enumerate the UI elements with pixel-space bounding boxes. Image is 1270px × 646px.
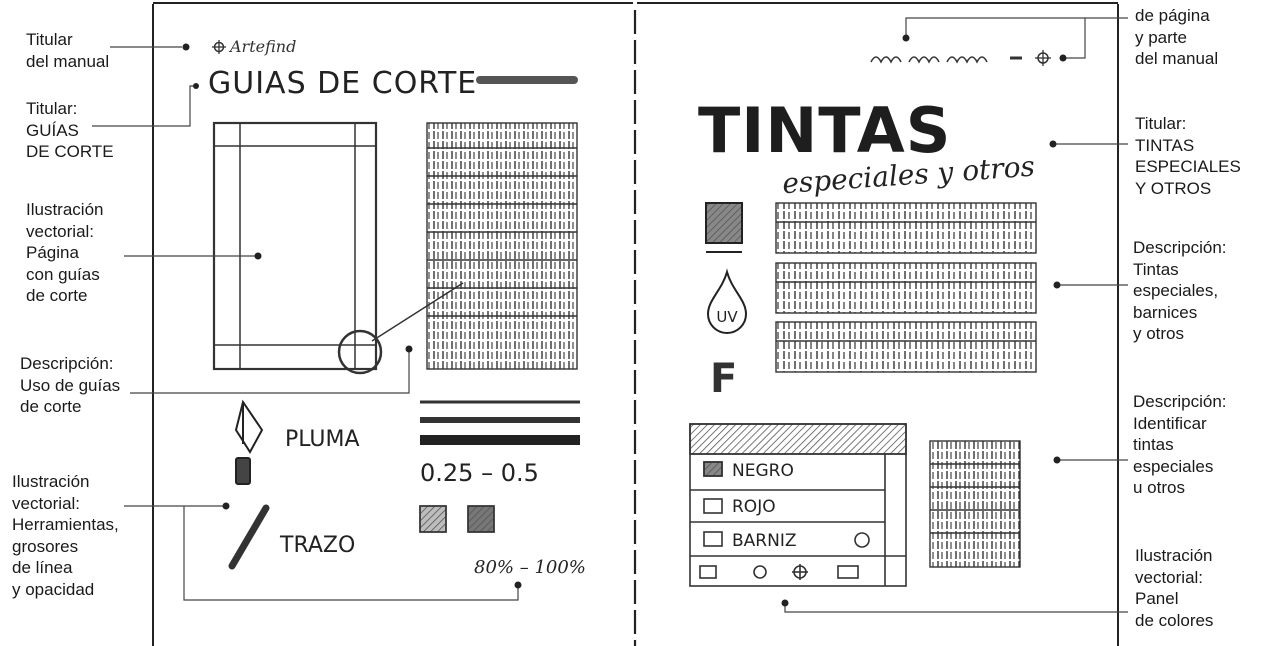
uv-drop-icon: UV bbox=[706, 268, 748, 334]
panel-color-rows: NEGRO ROJO BARNIZ bbox=[732, 461, 796, 551]
leader-lines-right bbox=[781, 17, 1128, 613]
text-block-right-top bbox=[775, 202, 1037, 373]
panel-row-varnish: BARNIZ bbox=[732, 531, 796, 551]
annotation-titular-tintas: Titular: TINTAS ESPECIALES Y OTROS bbox=[1135, 114, 1241, 198]
svg-text:UV: UV bbox=[716, 308, 738, 326]
opacity-range: 80% – 100% bbox=[474, 557, 586, 578]
panel-row-black: NEGRO bbox=[732, 461, 794, 481]
brand-logo-left: Artefind bbox=[212, 37, 296, 56]
brand-text: Artefind bbox=[228, 37, 296, 56]
text-block-right-bottom bbox=[929, 440, 1021, 568]
line-weights bbox=[420, 400, 580, 445]
annotation-ilustracion-pagina: Ilustración vectorial: Página con guías … bbox=[26, 200, 104, 305]
swatches-panel-illustration bbox=[689, 423, 907, 587]
annotation-numero-pagina: de página y parte del manual bbox=[1135, 6, 1219, 68]
annotation-ilustracion-panel: Ilustración vectorial: Panel de colores bbox=[1135, 546, 1214, 630]
brand-mark-right bbox=[1035, 50, 1051, 66]
annotation-titular-guias: Titular: GUÍAS DE CORTE bbox=[26, 99, 114, 161]
pen-tool-icon bbox=[234, 399, 264, 485]
page-borders bbox=[152, 2, 1119, 646]
leader-lines-left bbox=[92, 43, 522, 601]
stroke-tool-icon bbox=[228, 504, 270, 570]
ink-swatch-icon bbox=[705, 202, 743, 253]
text-block-left bbox=[426, 122, 578, 370]
foil-letter-icon: F bbox=[710, 356, 737, 402]
title-bar bbox=[476, 76, 578, 84]
pen-label: PLUMA bbox=[285, 427, 360, 452]
annotation-titular-manual: Titular del manual bbox=[26, 30, 110, 71]
annotation-descripcion-tintas: Descripción: Tintas especiales, barnices… bbox=[1133, 238, 1227, 343]
stroke-label: TRAZO bbox=[279, 533, 355, 558]
page-number-squiggle bbox=[870, 56, 1022, 64]
opacity-swatches bbox=[419, 505, 495, 533]
right-page-title: TINTAS bbox=[698, 94, 951, 167]
annotation-descripcion-identificar: Descripción: Identificar tintas especial… bbox=[1133, 392, 1227, 497]
stroke-range: 0.25 – 0.5 bbox=[420, 459, 539, 487]
left-page-title: GUIAS DE CORTE bbox=[208, 66, 477, 101]
svg-text:F: F bbox=[710, 356, 737, 402]
panel-row-red: ROJO bbox=[732, 497, 776, 517]
page-with-guides-illustration bbox=[212, 121, 464, 375]
annotation-descripcion-uso: Descripción: Uso de guías de corte bbox=[20, 354, 121, 416]
annotation-ilustracion-herramientas: Ilustración vectorial: Herramientas, gro… bbox=[12, 472, 119, 599]
